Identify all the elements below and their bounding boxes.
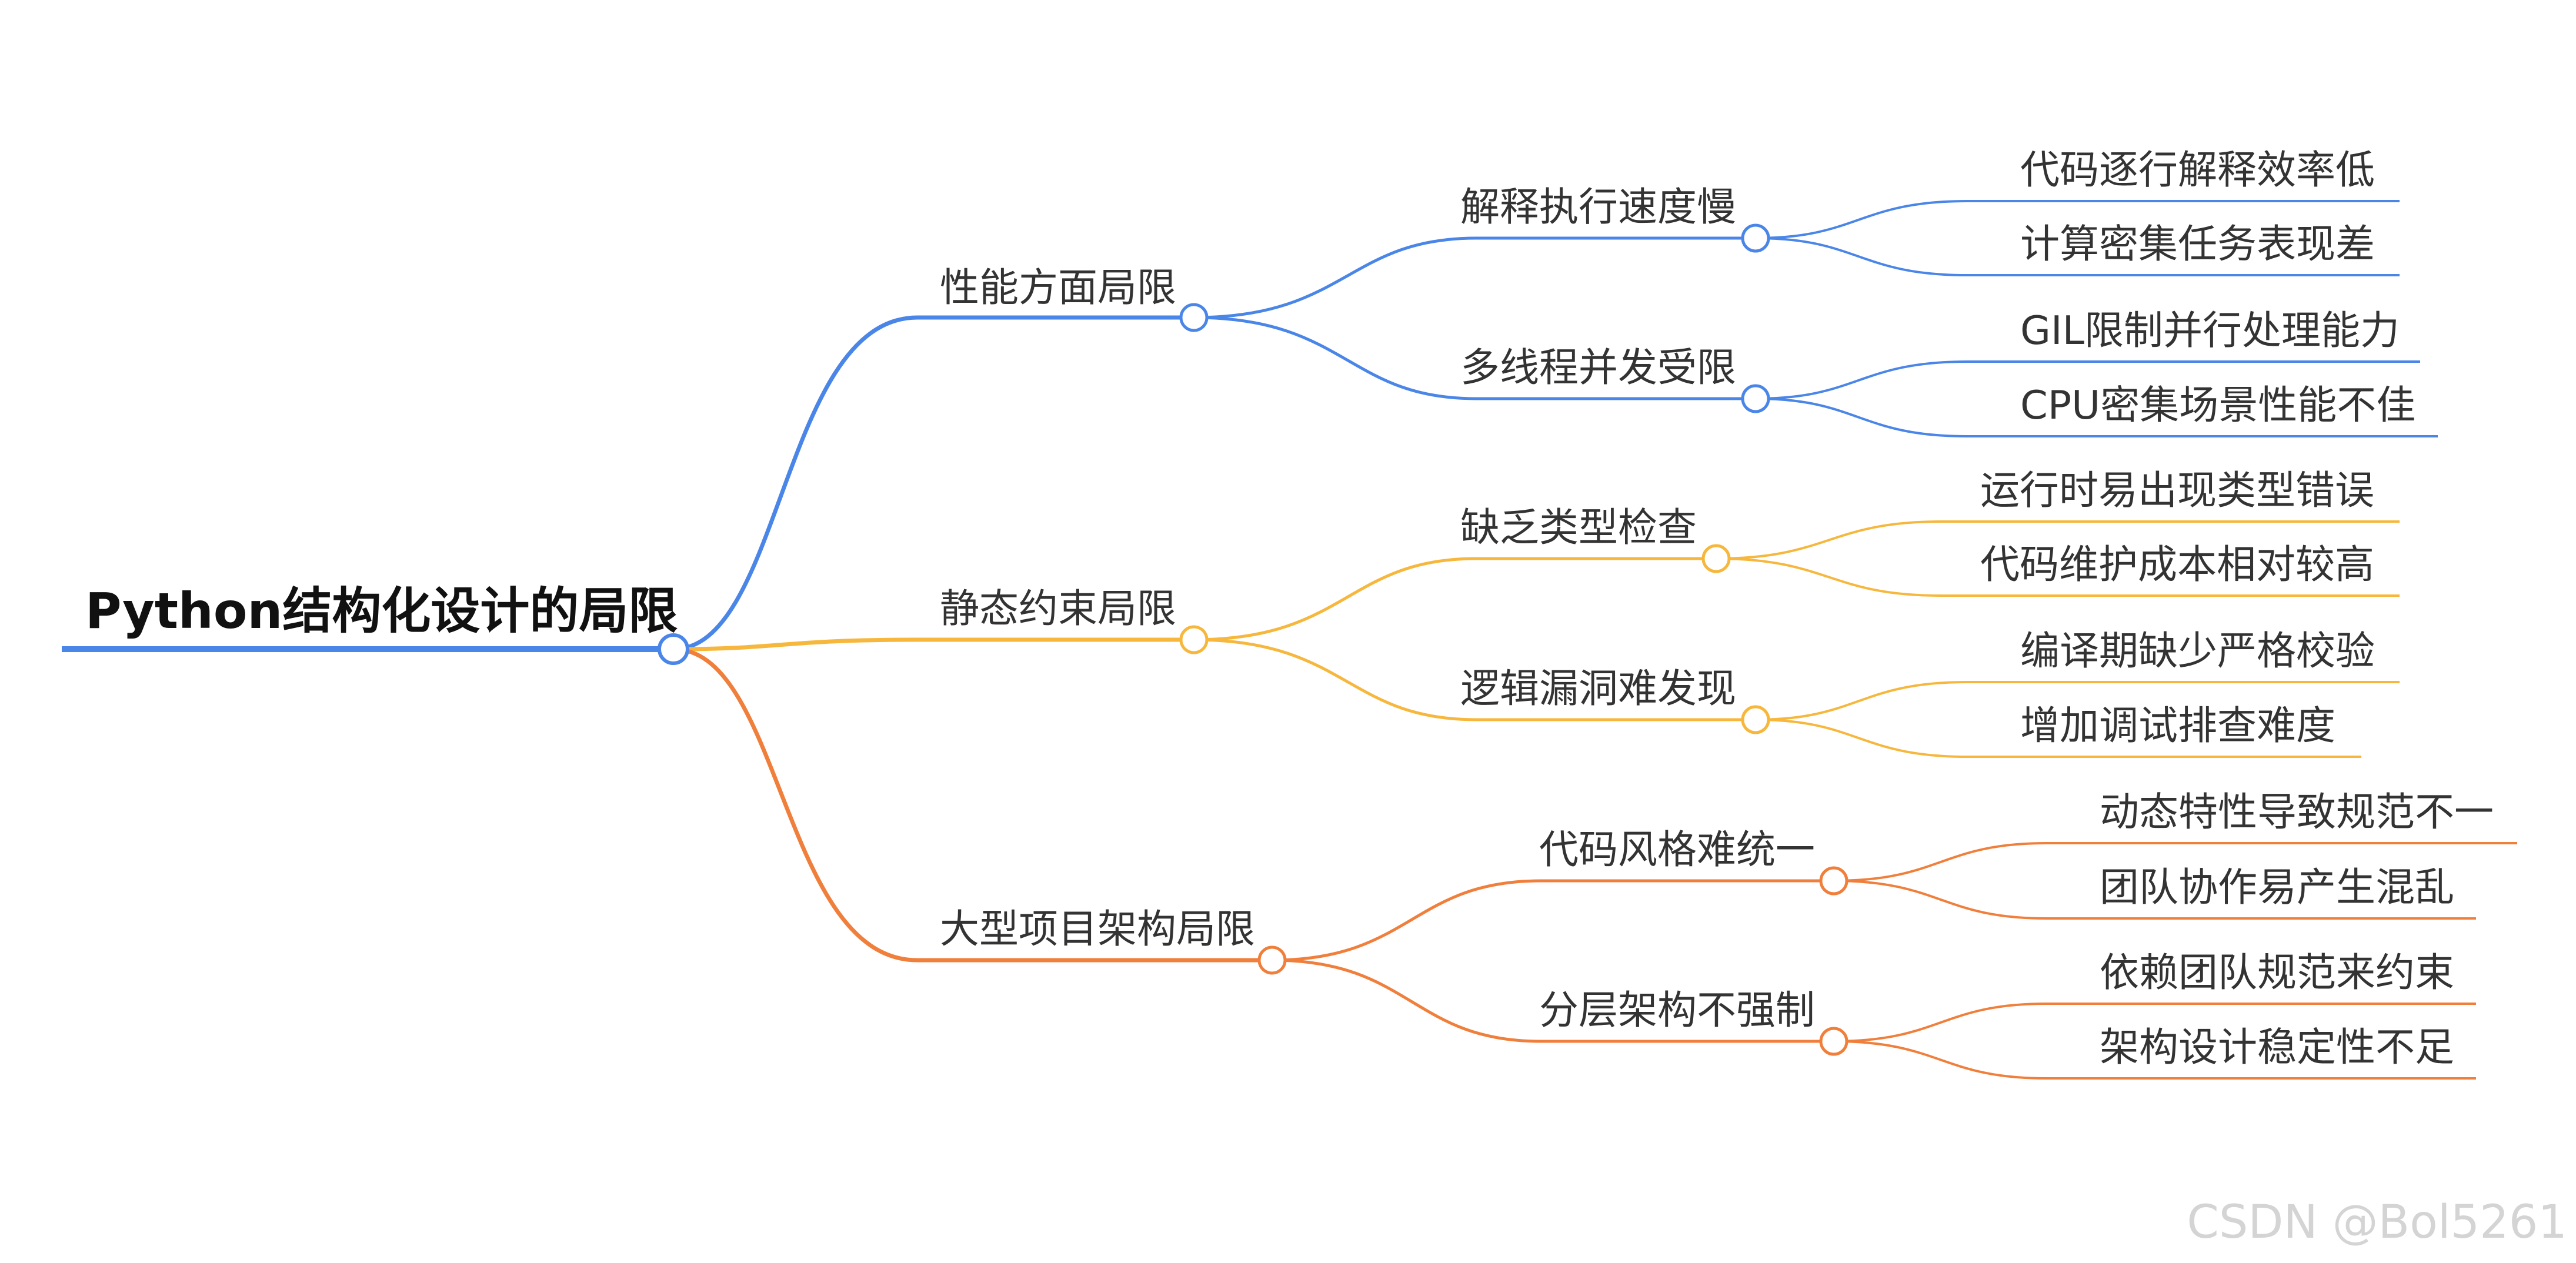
node-toggles[interactable] — [658, 223, 1848, 1056]
edge-root-to-static — [673, 637, 1194, 651]
edge-layer-to-leaf2 — [1833, 1040, 2476, 1080]
leaf-dynamic-features[interactable]: 动态特性导致规范不一 — [2100, 789, 2494, 835]
root-toggle[interactable] — [658, 633, 689, 665]
edge-root-to-architecture — [673, 647, 1272, 963]
edge-performance-to-slow — [1193, 236, 1756, 319]
edge-thread-to-leaf1 — [1755, 360, 2420, 400]
performance-toggle[interactable] — [1179, 303, 1209, 332]
branch-performance[interactable]: 性能方面局限 — [940, 265, 1176, 310]
style-toggle[interactable] — [1819, 866, 1848, 896]
leaf-compile-check[interactable]: 编译期缺少严格校验 — [2020, 628, 2375, 674]
edge-typecheck-to-leaf1 — [1716, 520, 2400, 560]
leaf-team-chaos[interactable]: 团队协作易产生混乱 — [2100, 864, 2454, 910]
thread-toggle[interactable] — [1741, 384, 1770, 413]
leaf-line-by-line[interactable]: 代码逐行解释效率低 — [2020, 147, 2375, 193]
leaf-compute-intensive[interactable]: 计算密集任务表现差 — [2020, 221, 2375, 267]
typecheck-toggle[interactable] — [1701, 544, 1731, 573]
edge-root-to-performance — [673, 315, 1194, 651]
edges — [62, 200, 2517, 1080]
branch-architecture[interactable]: 大型项目架构局限 — [940, 906, 1255, 952]
edge-thread-to-leaf2 — [1755, 397, 2438, 437]
edge-static-to-logic — [1193, 638, 1756, 721]
edge-slow-to-leaf2 — [1755, 237, 2400, 276]
node-code-style[interactable]: 代码风格难统一 — [1539, 827, 1815, 873]
node-thread-limit[interactable]: 多线程并发受限 — [1460, 345, 1736, 390]
layer-toggle[interactable] — [1819, 1027, 1848, 1056]
edge-architecture-to-layer — [1272, 958, 1834, 1043]
leaf-debug-difficulty[interactable]: 增加调试排查难度 — [2020, 703, 2335, 749]
edge-performance-to-thread — [1193, 316, 1756, 400]
node-layered-arch[interactable]: 分层架构不强制 — [1539, 987, 1815, 1033]
edge-logic-to-leaf1 — [1755, 681, 2400, 721]
edge-architecture-to-style — [1272, 879, 1834, 962]
root-node[interactable]: Python结构化设计的局限 — [85, 582, 678, 640]
watermark: CSDN @Bol5261 — [2187, 1196, 2567, 1249]
edge-typecheck-to-leaf2 — [1716, 557, 2400, 597]
labels: Python结构化设计的局限 性能方面局限 解释执行速度慢 多线程并发受限 代码… — [85, 147, 2494, 1070]
edge-logic-to-leaf2 — [1755, 719, 2361, 758]
edge-static-to-typecheck — [1193, 557, 1716, 641]
node-slow-execution[interactable]: 解释执行速度慢 — [1460, 184, 1736, 230]
leaf-arch-stability[interactable]: 架构设计稳定性不足 — [2100, 1024, 2454, 1070]
slow-toggle[interactable] — [1741, 223, 1770, 253]
leaf-team-convention[interactable]: 依赖团队规范来约束 — [2100, 950, 2454, 995]
branch-static[interactable]: 静态约束局限 — [940, 586, 1176, 632]
node-no-type-check[interactable]: 缺乏类型检查 — [1460, 504, 1697, 550]
edge-style-to-leaf1 — [1833, 842, 2517, 882]
node-logic-bugs[interactable]: 逻辑漏洞难发现 — [1460, 666, 1736, 711]
edge-style-to-leaf2 — [1833, 880, 2476, 920]
leaf-maintenance-cost[interactable]: 代码维护成本相对较高 — [1980, 542, 2374, 587]
logic-toggle[interactable] — [1741, 705, 1770, 734]
leaf-gil[interactable]: GIL限制并行处理能力 — [2020, 308, 2400, 353]
edge-slow-to-leaf1 — [1755, 200, 2400, 239]
leaf-runtime-type-error[interactable]: 运行时易出现类型错误 — [1980, 467, 2374, 513]
static-toggle[interactable] — [1179, 625, 1209, 654]
architecture-toggle[interactable] — [1257, 945, 1287, 975]
edge-layer-to-leaf1 — [1833, 1003, 2476, 1043]
leaf-cpu-intensive[interactable]: CPU密集场景性能不佳 — [2020, 382, 2415, 428]
